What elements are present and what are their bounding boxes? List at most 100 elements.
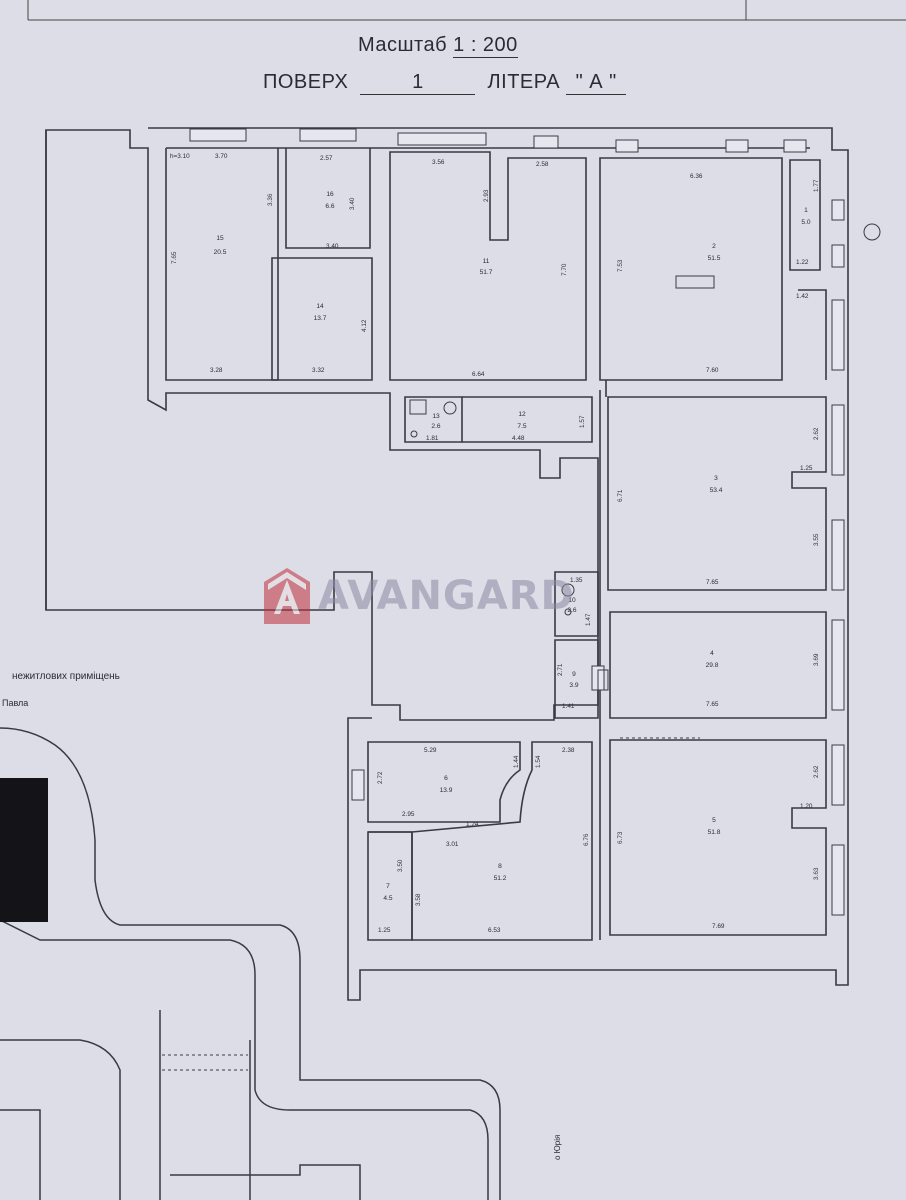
legend-text: нежитлових приміщень	[12, 671, 120, 682]
letter-label: ЛІТЕРА	[487, 71, 561, 93]
letter-value: " А "	[566, 71, 627, 95]
room-2-area: 51.5	[708, 255, 721, 262]
dimension-label: 1.41	[562, 703, 575, 710]
dimension-labels: h=3.10 3.70 3.36 7.65 3.28 2.57 3.40 3.4…	[170, 153, 820, 934]
legend-block	[0, 778, 48, 922]
dimension-label: 2.71	[557, 663, 564, 676]
dimension-label: 6.73	[617, 831, 624, 844]
room-2-num: 2	[712, 243, 716, 250]
room-13-num: 13	[432, 413, 440, 420]
dimension-label: 3.28	[210, 367, 223, 374]
room-16-area: 6.6	[325, 203, 334, 210]
dimension-label: 6.64	[472, 371, 485, 378]
avangard-logo-icon	[264, 568, 310, 624]
room-4-num: 4	[710, 650, 714, 657]
floor-label: ПОВЕРХ	[263, 71, 349, 93]
arch-passage	[162, 1054, 248, 1071]
dimension-label: 6.76	[583, 833, 590, 846]
dimension-label: 6.36	[690, 173, 703, 180]
room-7-area: 4.5	[383, 895, 392, 902]
dimension-label: 7.65	[706, 579, 719, 586]
dimension-label: 1.25	[800, 465, 813, 472]
dimension-label: 7.53	[617, 259, 624, 272]
dimension-label: 1.54	[535, 755, 542, 768]
room-14-area: 13.7	[314, 315, 327, 322]
dimension-label: 2.62	[813, 765, 820, 778]
fixtures	[409, 223, 881, 691]
dimension-label: h=3.10	[170, 153, 190, 160]
room-8-area: 51.2	[494, 875, 507, 882]
room-1-area: 5.0	[801, 219, 810, 226]
dimension-label: 3.50	[397, 859, 404, 872]
room-8-num: 8	[498, 863, 502, 870]
watermark-text: AVANGARD	[318, 573, 575, 619]
room-11-num: 11	[483, 258, 490, 265]
doorways	[599, 250, 740, 739]
dimension-label: 3.40	[349, 197, 356, 210]
dimension-label: 2.72	[377, 771, 384, 784]
room-13-area: 2.6	[431, 423, 440, 430]
windows	[189, 128, 845, 916]
dimension-label: 4.48	[512, 435, 525, 442]
dimension-label: 1.77	[813, 179, 820, 192]
scale-value: 1 : 200	[453, 34, 518, 58]
dimension-label: 3.58	[415, 893, 422, 906]
room-12-num: 12	[518, 411, 526, 418]
room-9-area: 3.9	[569, 682, 578, 689]
dimension-label: 3.70	[215, 153, 228, 160]
dimension-label: 7.65	[171, 251, 178, 264]
floor-value: 1	[360, 71, 476, 95]
dimension-label: 1.47	[585, 613, 592, 626]
dimension-label: 2.62	[813, 427, 820, 440]
room-4-area: 29.8	[706, 662, 719, 669]
room-10-num: 10	[568, 597, 576, 604]
street-outline	[0, 727, 501, 1200]
dimension-label: 3.56	[432, 159, 445, 166]
dimension-label: 7.65	[706, 701, 719, 708]
dimension-label: 7.69	[712, 923, 725, 930]
room-1-num: 1	[804, 207, 808, 214]
room-12-area: 7.5	[517, 423, 526, 430]
dimension-label: 1.22	[796, 259, 809, 266]
room-6-area: 13.9	[440, 787, 453, 794]
room-10-area: 2.6	[567, 607, 576, 614]
dimension-label: 1.20	[800, 803, 813, 810]
dimension-label: 3.36	[267, 193, 274, 206]
room-15-num: 15	[216, 235, 224, 242]
dimension-label: 3.55	[813, 533, 820, 546]
room-16-num: 16	[326, 191, 334, 198]
dimension-label: 1.44	[513, 755, 520, 768]
dimension-label: 2.95	[402, 811, 415, 818]
room-7-num: 7	[386, 883, 390, 890]
room-labels: 15 20.5 16 6.6 14 13.7 11 51.7 2 51.5 1 …	[214, 191, 811, 902]
room-3-num: 3	[714, 475, 718, 482]
dimension-label: 1.57	[579, 415, 586, 428]
room-6-num: 6	[444, 775, 448, 782]
room-14-num: 14	[316, 303, 324, 310]
dimension-label: 3.01	[446, 841, 459, 848]
street-left: Павла	[2, 698, 29, 708]
dimension-label: 3.63	[813, 867, 820, 880]
room-11-area: 51.7	[480, 269, 493, 276]
dimension-label: 1.35	[570, 577, 583, 584]
room-9-num: 9	[572, 671, 576, 678]
scale-label: Масштаб	[358, 34, 448, 56]
dimension-label: 1.24	[466, 821, 479, 828]
dimension-label: 5.29	[424, 747, 437, 754]
room-3-area: 53.4	[710, 487, 723, 494]
dimension-label: 6.71	[617, 489, 624, 502]
dimension-label: 1.25	[378, 927, 391, 934]
room-5-num: 5	[712, 817, 716, 824]
dimension-label: 3.40	[326, 243, 339, 250]
dimension-label: 4.12	[361, 319, 368, 332]
walls	[45, 127, 849, 1001]
dimension-label: 2.38	[562, 747, 575, 754]
room-5-area: 51.8	[708, 829, 721, 836]
dimension-label: 3.69	[813, 653, 820, 666]
dimension-label: 2.58	[536, 161, 549, 168]
dimension-label: 1.81	[426, 435, 439, 442]
dimension-label: 1.42	[796, 293, 809, 300]
dimension-label: 2.57	[320, 155, 333, 162]
